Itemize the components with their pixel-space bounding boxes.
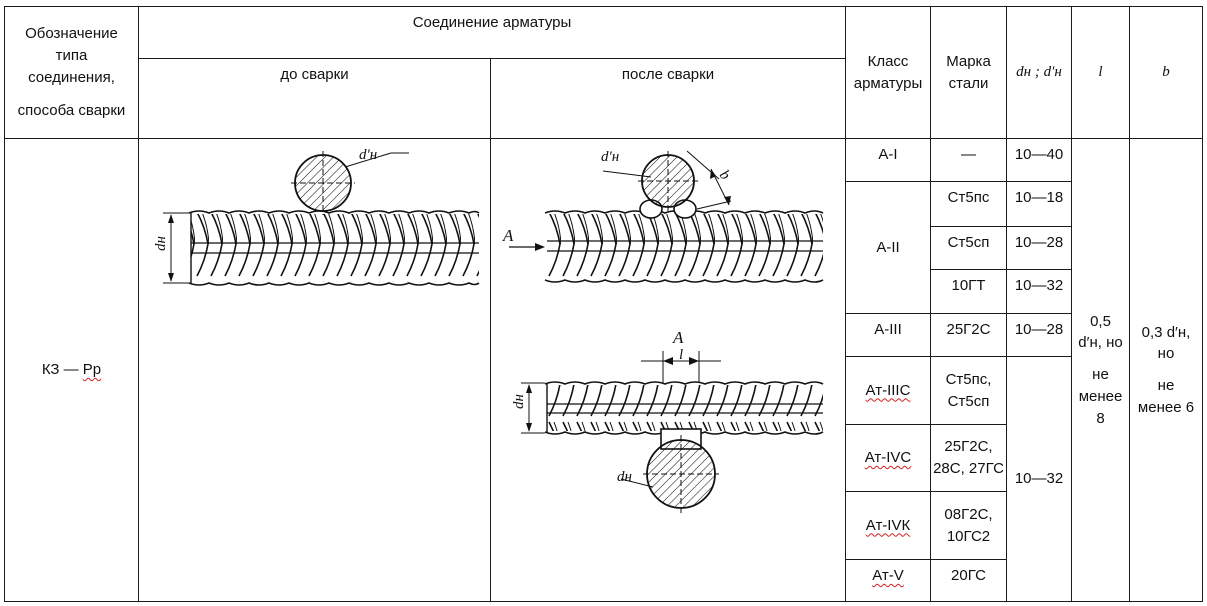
- b-value-line1: 0,3 d′н,: [1141, 323, 1191, 341]
- range-cell-0-0: 10—40: [1006, 138, 1072, 182]
- header-designation-line1: Обозначение: [25, 25, 118, 42]
- grade-3-line1: Ст5пс,: [945, 370, 992, 388]
- l-value-cell: 0,5 d′н, но не менее 8: [1071, 138, 1130, 602]
- range-cell-merged: 10—32: [1006, 356, 1072, 602]
- grade-cell-0-0: —: [930, 138, 1007, 182]
- grade-cell-5: 08Г2С, 10ГС2: [930, 491, 1007, 560]
- welded-joint-side-view: [509, 150, 824, 283]
- header-connection: Соединение арматуры: [138, 6, 846, 59]
- dimension-dh: [163, 212, 189, 284]
- l-value-line5: 8: [1096, 409, 1105, 427]
- class-label-4: Ат-IVС: [864, 449, 912, 467]
- class-cell-3: Ат-IIIС: [845, 356, 931, 425]
- section-view-a: [521, 351, 824, 513]
- label-dh-prime: d′н: [359, 147, 377, 163]
- grade-4-line1: 25Г2С,: [944, 438, 993, 456]
- grade-cell-4: 25Г2С, 28С, 27ГС: [930, 424, 1007, 492]
- class-cell-1: А-II: [845, 181, 931, 314]
- range-cell-1-1: 10—28: [1006, 226, 1072, 270]
- header-designation-line4: способа сварки: [17, 102, 126, 120]
- transverse-bar-section: [291, 151, 409, 215]
- header-steel-grade-line1: Марка: [946, 52, 991, 70]
- label-arrow-a: A: [502, 226, 514, 245]
- range-cell-1-2: 10—32: [1006, 269, 1072, 314]
- grade-cell-1-1: Ст5сп: [930, 226, 1007, 270]
- label-b: b: [716, 167, 733, 183]
- drawing-before-welding: dн d′н: [138, 138, 491, 602]
- l-value-line4: менее: [1078, 387, 1123, 405]
- grade-5-line1: 08Г2С,: [944, 505, 993, 523]
- grade-4-line2: 28С, 27ГС: [933, 460, 1004, 477]
- class-cell-6: Ат-V: [845, 559, 931, 602]
- header-diameter: dн ; d′н: [1006, 6, 1072, 139]
- class-label-5: Ат-IVК: [865, 516, 911, 534]
- grade-cell-1-2: 10ГТ: [930, 269, 1007, 314]
- l-value-line1: 0,5: [1090, 312, 1111, 330]
- drawing-after-welding: d′н b A: [490, 138, 846, 602]
- header-rebar-class-line1: Класс: [867, 52, 909, 70]
- weld-joint-spec-table: Обозначение типа соединения, способа сва…: [4, 6, 1203, 602]
- header-rebar-class: Класс арматуры: [845, 6, 931, 139]
- class-cell-5: Ат-IVК: [845, 491, 931, 560]
- label-dh-prime-after: d′н: [601, 149, 619, 165]
- b-value-line3: не: [1157, 377, 1175, 394]
- header-rebar-class-line2: арматуры: [853, 74, 923, 92]
- range-cell-2-0: 10—28: [1006, 313, 1072, 357]
- header-designation: Обозначение типа соединения, способа сва…: [4, 6, 139, 139]
- b-value-line4: менее 6: [1137, 398, 1195, 416]
- l-value-line2: d′н, но: [1078, 334, 1123, 352]
- label-dn-bottom: dн: [617, 469, 632, 485]
- header-l: l: [1071, 6, 1130, 139]
- rebar-before-welding-drawing: dн d′н: [153, 147, 480, 286]
- label-dh: dн: [153, 236, 169, 251]
- class-label-6: Ат-V: [872, 567, 904, 584]
- header-after-welding: после сварки: [490, 58, 846, 139]
- label-section-a: A: [672, 328, 684, 347]
- grade-cell-3: Ст5пс, Ст5сп: [930, 356, 1007, 425]
- grade-cell-1-0: Ст5пс: [930, 181, 1007, 227]
- b-value-line2: но: [1157, 345, 1175, 363]
- joint-type-cell: КЗ — Рр: [4, 138, 139, 602]
- b-value-cell: 0,3 d′н, но не менее 6: [1129, 138, 1203, 602]
- l-value-line3: не: [1092, 366, 1109, 384]
- grade-cell-6: 20ГС: [930, 559, 1007, 602]
- range-cell-1-0: 10—18: [1006, 181, 1072, 227]
- class-label-3: Ат-IIIС: [865, 381, 911, 399]
- header-steel-grade-line2: стали: [948, 74, 989, 92]
- joint-type-code: Рр: [82, 361, 102, 379]
- label-dh-section: dн: [511, 394, 527, 409]
- class-cell-2: А-III: [845, 313, 931, 357]
- joint-type-prefix: КЗ —: [41, 361, 83, 379]
- header-b: b: [1129, 6, 1203, 139]
- header-designation-line3: соединения,: [28, 68, 115, 86]
- label-l: l: [679, 347, 683, 363]
- header-before-welding: до сварки: [138, 58, 491, 139]
- rebar-bar: [188, 210, 480, 286]
- class-cell-0: А-I: [845, 138, 931, 182]
- grade-3-line2: Ст5сп: [947, 392, 990, 410]
- grade-cell-2-0: 25Г2С: [930, 313, 1007, 357]
- rebar-after-welding-drawing: d′н b A: [502, 149, 824, 513]
- header-steel-grade: Марка стали: [930, 6, 1007, 139]
- header-designation-line2: типа: [55, 46, 88, 64]
- grade-5-line2: 10ГС2: [946, 527, 991, 545]
- class-cell-4: Ат-IVС: [845, 424, 931, 492]
